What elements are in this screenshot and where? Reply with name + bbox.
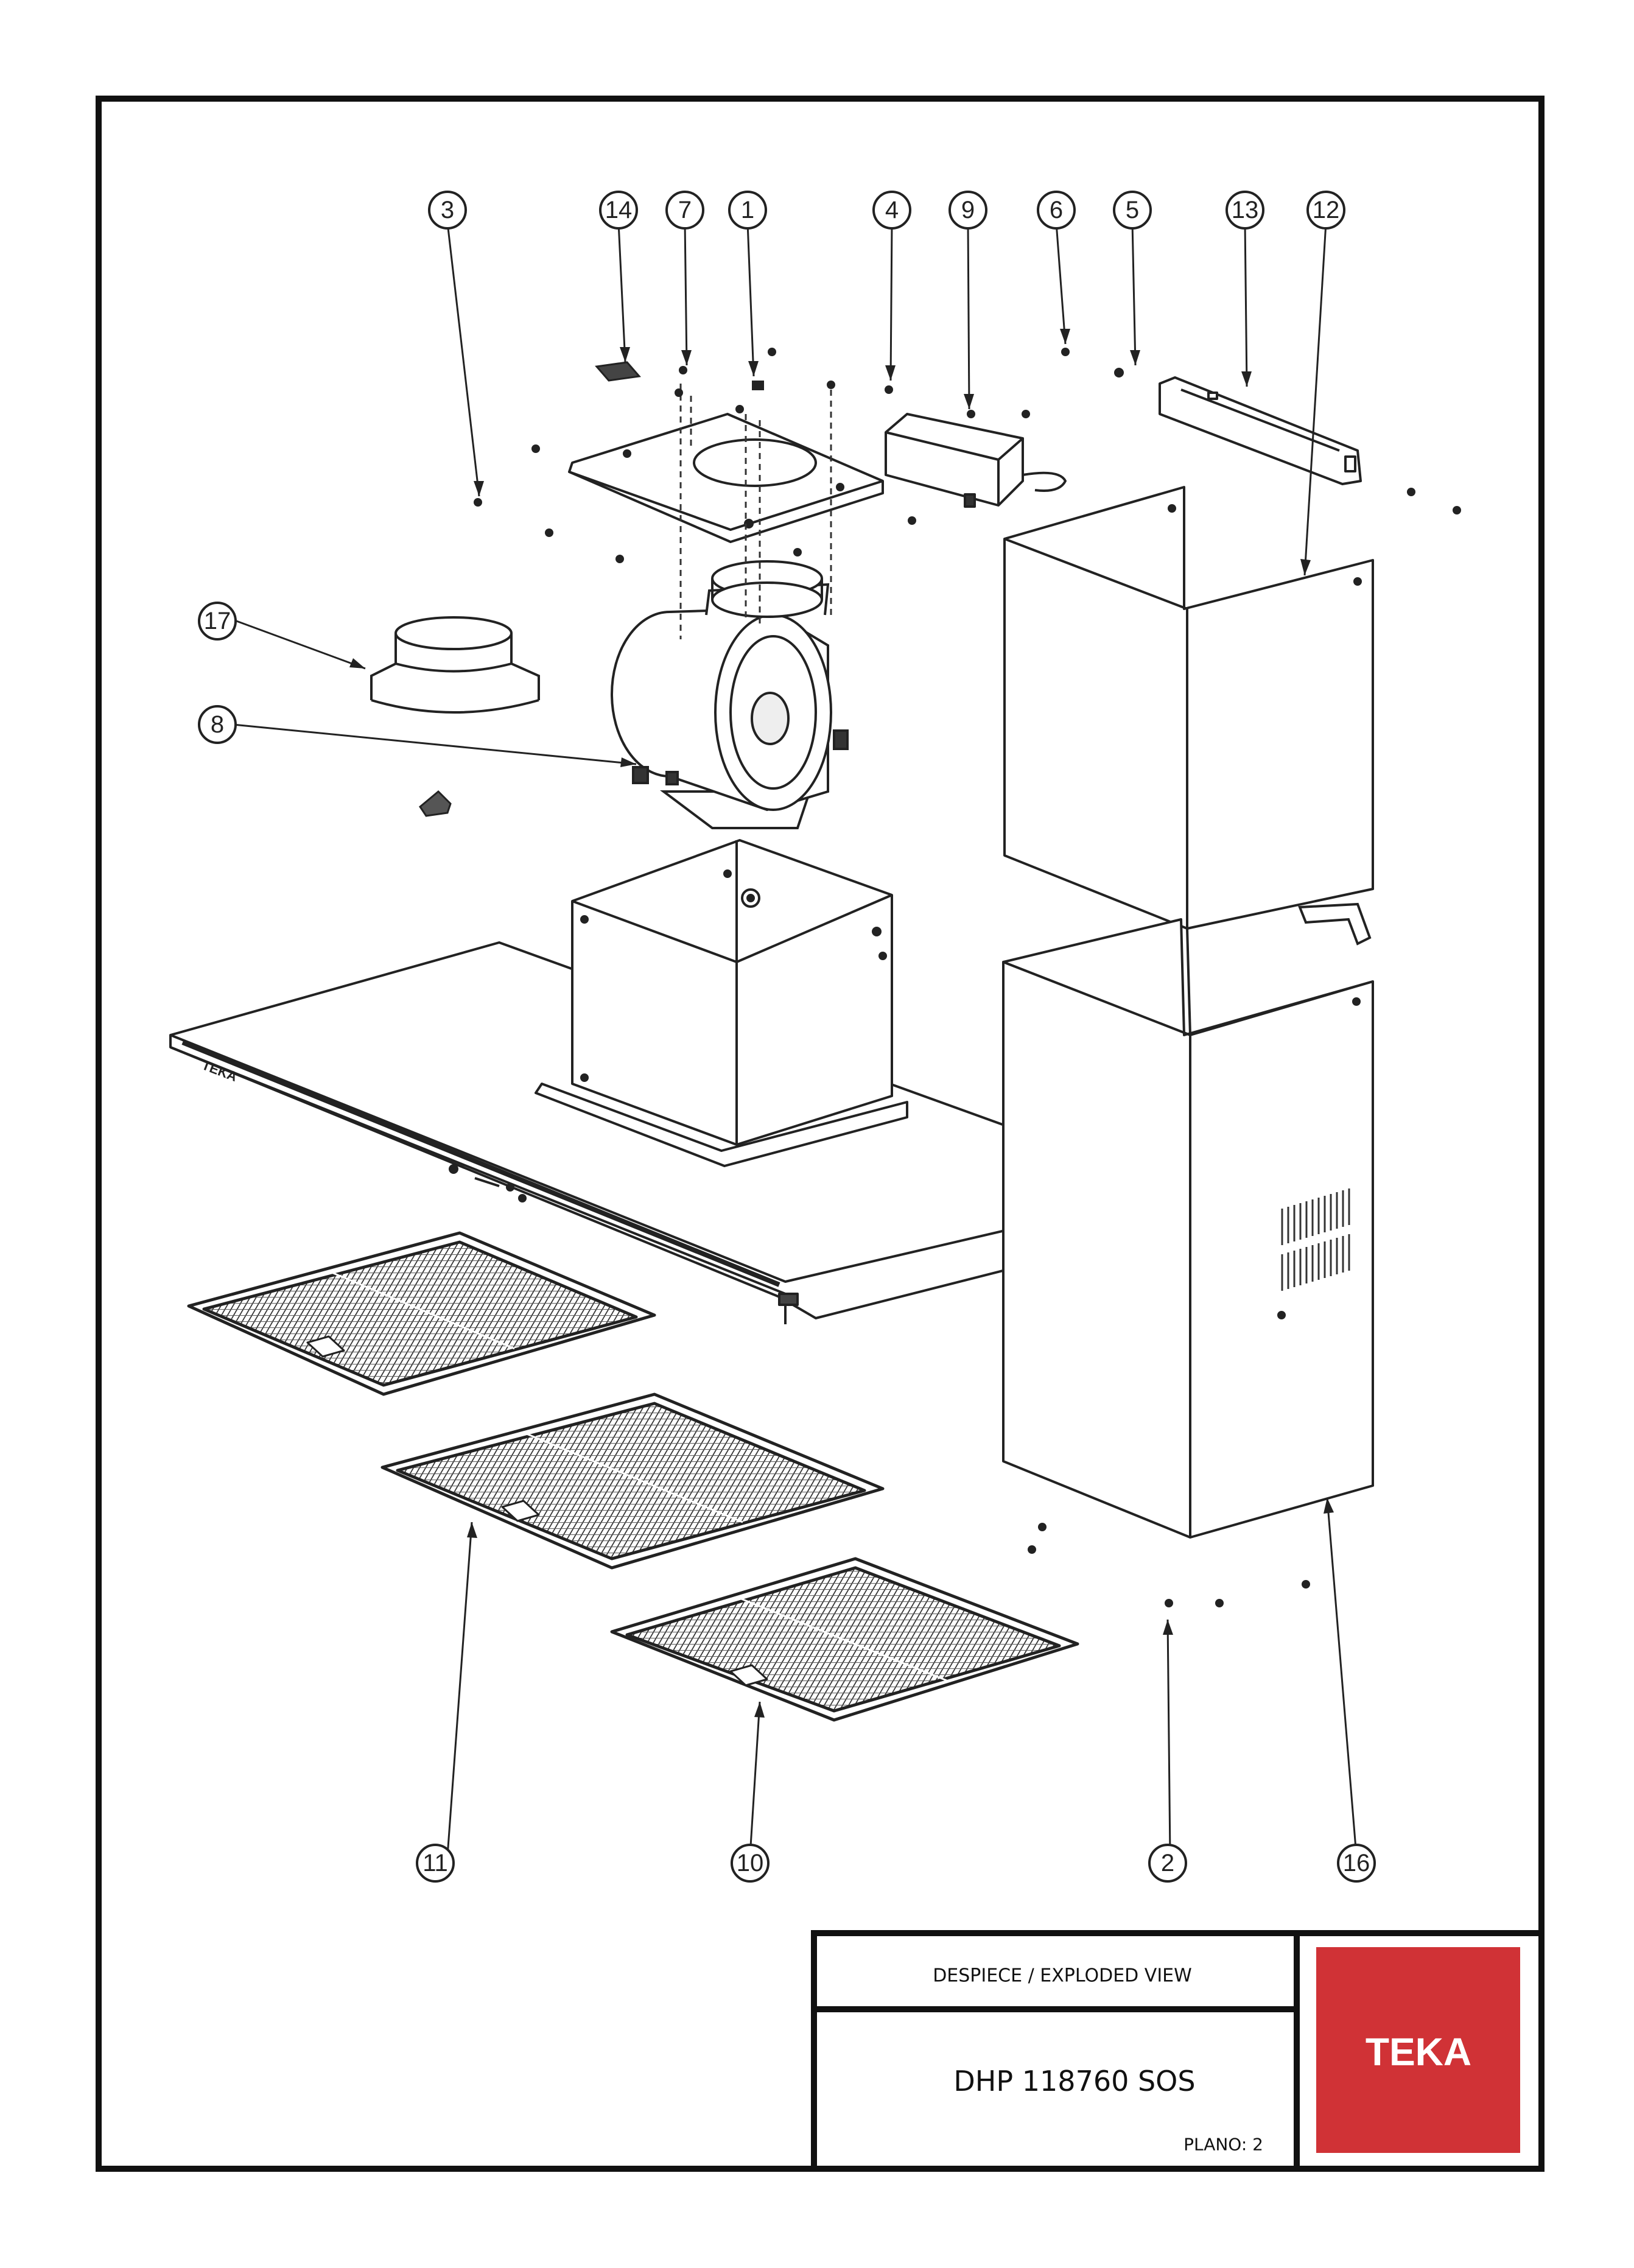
callout-label: 3 [441,197,454,223]
callout-12 [1306,191,1345,230]
callout-label: 16 [1343,1850,1370,1877]
motor-housing-box [535,839,908,1167]
callouts [198,191,1376,1883]
callout-4 [872,191,911,230]
title-block-sheet: PLANO: 2 [1183,2135,1263,2155]
alignment-lines [679,384,832,639]
leader-arrowheads [349,329,1334,1718]
motor-blower [611,560,849,829]
callout-17 [198,602,237,641]
callout-label: 14 [605,197,633,223]
callout-1 [728,191,767,230]
grease-filter-3 [610,1557,1079,1722]
screws [474,348,1461,1607]
callout-label: 12 [1313,197,1340,223]
callout-label: 8 [211,711,224,738]
callout-label: 10 [737,1850,764,1877]
callout-label: 11 [423,1850,448,1877]
lower-chimney [1002,918,1374,1539]
callout-label: 2 [1161,1850,1174,1877]
reducer-collar [370,616,540,714]
callout-6 [1037,191,1076,230]
callout-labels: 3 14 7 1 4 9 6 5 13 12 17 8 11 10 2 16 [204,197,1370,1877]
title-block-model: DHP 118760 SOS [953,2065,1195,2098]
title-block-heading: DESPIECE / EXPLODED VIEW [933,1965,1192,1987]
callout-label: 17 [204,608,231,634]
motor-mounting-plate [568,413,884,543]
callout-label: 6 [1050,197,1063,223]
capacitor-box [885,413,1067,508]
callout-9 [948,191,987,230]
lower-bracket [1298,902,1372,946]
callout-label: 13 [1232,197,1259,223]
brand-logo-text: TEKA [1366,2030,1471,2074]
callout-11 [416,1844,455,1883]
grease-filter-1 [187,1231,656,1396]
callout-2 [1148,1844,1187,1883]
leader-lines [233,222,1358,1856]
callout-7 [665,191,704,230]
callout-8 [198,705,237,744]
callout-13 [1226,191,1264,230]
callout-label: 7 [678,197,692,223]
callout-label: 1 [741,197,754,223]
chimney-vents [1281,1188,1350,1291]
callout-label: 4 [885,197,899,223]
brand-logo: TEKA [1316,1947,1520,2153]
grease-filter-2 [380,1392,885,1570]
callout-3 [428,191,467,230]
chimney-bracket [1159,376,1362,485]
callout-label: 5 [1126,197,1139,223]
upper-chimney [1003,486,1374,930]
callout-5 [1113,191,1152,230]
brand-logo-background [1316,1947,1520,2153]
callout-16 [1337,1844,1376,1883]
callout-14 [599,191,638,230]
callout-10 [731,1844,770,1883]
callout-label: 9 [961,197,975,223]
small-clip [419,790,452,817]
part-14-bracket [595,361,641,382]
